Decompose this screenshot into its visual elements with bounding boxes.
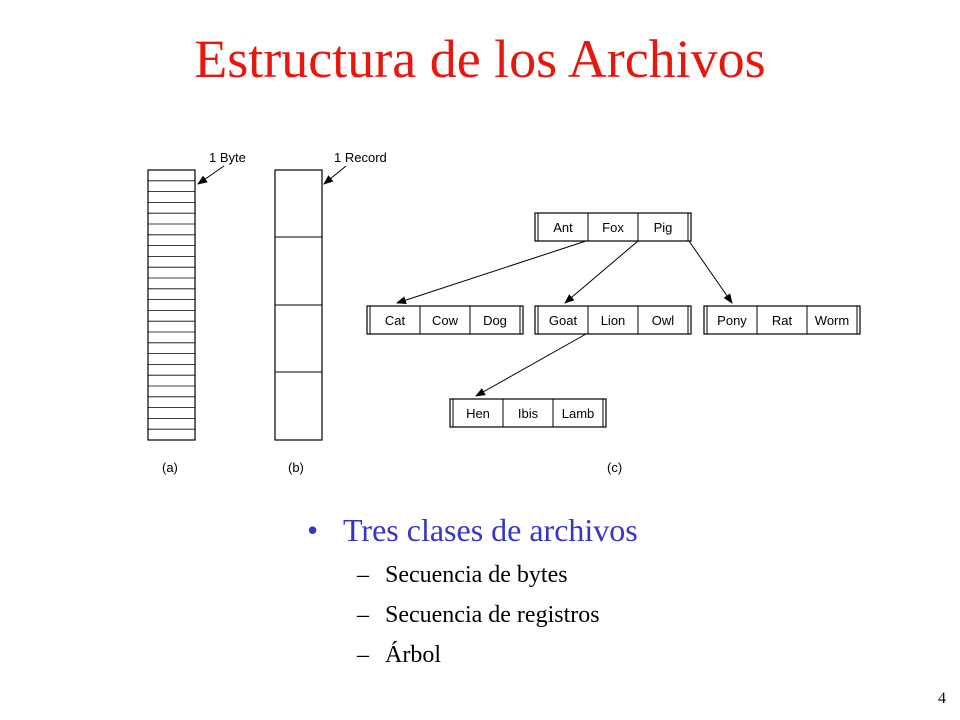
sub-bullet-text: Secuencia de bytes — [385, 562, 568, 588]
page-number: 4 — [938, 690, 946, 707]
byte-sequence-column — [147, 169, 196, 441]
slide-title: Estructura de los Archivos — [194, 29, 766, 89]
caption-b: (b) — [288, 460, 304, 475]
tree-key-label: Ant — [553, 220, 573, 235]
tree-edge-root-right — [688, 240, 733, 304]
tree-key-label: Cat — [385, 313, 406, 328]
tree-node-right: Pony Rat Worm — [703, 305, 861, 335]
main-bullet-text: Tres clases de archivos — [343, 512, 638, 548]
tree-key-label: Cow — [432, 313, 459, 328]
caption-c: (c) — [607, 460, 622, 475]
tree-key-label: Pony — [717, 313, 747, 328]
byte-pointer-arrow — [197, 165, 225, 185]
tree-key-label: Owl — [652, 313, 675, 328]
tree-key-label: Pig — [654, 220, 673, 235]
tree-key-label: Rat — [772, 313, 793, 328]
tree-node-root: Ant Fox Pig — [534, 212, 692, 242]
sub-bullet-records: –Secuencia de registros — [357, 602, 600, 628]
tree-key-label: Ibis — [518, 406, 539, 421]
tree-key-label: Goat — [549, 313, 578, 328]
tree-node-left: Cat Cow Dog — [366, 305, 524, 335]
tree-edge-root-mid — [564, 240, 639, 304]
tree-key-label: Worm — [815, 313, 849, 328]
sub-bullet-tree: –Árbol — [357, 642, 441, 668]
tree-edge-goat-child — [475, 333, 587, 397]
tree-node-level3: Hen Ibis Lamb — [449, 398, 607, 428]
tree-key-label: Lion — [601, 313, 626, 328]
record-label: 1 Record — [334, 150, 387, 165]
record-sequence-column — [274, 169, 323, 441]
sub-bullet-text: Árbol — [385, 642, 441, 668]
tree-key-label: Fox — [602, 220, 624, 235]
sub-bullet-bytes: –Secuencia de bytes — [357, 562, 568, 588]
tree-edge-root-left — [396, 240, 587, 304]
bullet-dot: • — [307, 512, 319, 548]
caption-a: (a) — [162, 460, 178, 475]
tree-key-label: Dog — [483, 313, 507, 328]
sub-bullet-text: Secuencia de registros — [385, 602, 600, 628]
tree-key-label: Lamb — [562, 406, 595, 421]
tree-key-label: Hen — [466, 406, 490, 421]
byte-label: 1 Byte — [209, 150, 246, 165]
main-bullet: • Tres clases de archivos — [307, 512, 638, 549]
record-pointer-arrow — [323, 165, 347, 185]
tree-node-mid: Goat Lion Owl — [534, 305, 692, 335]
